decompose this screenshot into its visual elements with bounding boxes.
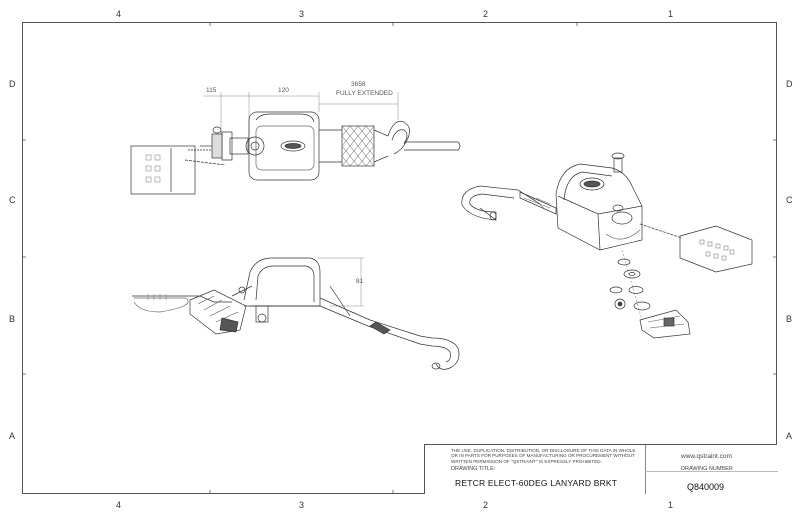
zone-row-a-left: A [9, 431, 16, 441]
zone-row-a-right: A [786, 431, 793, 441]
drawing-title: RETCR ELECT-60DEG LANYARD BRKT [455, 478, 618, 488]
zone-col-1-bottom: 1 [668, 500, 674, 510]
title-block: THE USE, DUPLICATION, DISTRIBUTION, OR D… [424, 444, 778, 494]
drawing-title-label: DRAWING TITLE: [451, 466, 496, 472]
dim-3658: 3658 [351, 81, 366, 88]
dim-115: 115 [206, 87, 217, 94]
dim-81: 81 [356, 278, 364, 285]
zone-row-c-right: C [786, 195, 793, 205]
legal-notice: THE USE, DUPLICATION, DISTRIBUTION, OR D… [451, 448, 636, 464]
drawing-number: Q840009 [687, 482, 725, 492]
zone-row-d-right: D [786, 79, 793, 89]
zone-col-4-top: 4 [116, 9, 122, 19]
top-view [130, 92, 461, 195]
zone-col-4-bottom: 4 [116, 500, 122, 510]
side-view [132, 257, 460, 370]
drawing-border [22, 22, 777, 494]
zone-col-2-bottom: 2 [483, 500, 489, 510]
zone-row-b-right: B [786, 314, 793, 324]
company-website: www.qstraint.com [681, 453, 732, 460]
dim-120: 120 [278, 87, 289, 94]
zone-col-3-bottom: 3 [299, 500, 305, 510]
isometric-view [461, 152, 753, 339]
zone-col-1-top: 1 [668, 9, 674, 19]
dim-fully-extended: FULLY EXTENDED [336, 90, 393, 97]
zone-col-2-top: 2 [483, 9, 489, 19]
zone-row-d-left: D [9, 79, 16, 89]
zone-row-c-left: C [9, 195, 16, 205]
zone-col-3-top: 3 [299, 9, 305, 19]
zone-row-b-left: B [9, 314, 16, 324]
drawing-number-label: DRAWING NUMBER [681, 466, 733, 472]
